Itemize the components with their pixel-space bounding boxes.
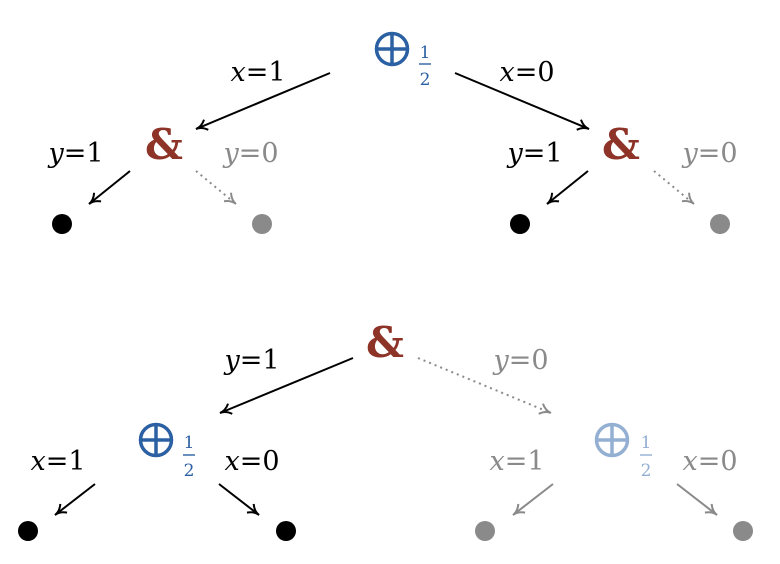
probability-numerator: 1 <box>641 433 652 453</box>
top-tree: 1 2 x=1 x=0 & y=1 y=0 & y=1 y=0 <box>47 31 738 234</box>
bottom-left-choice-node: 1 2 <box>138 422 195 481</box>
branch-arrow-x0 <box>218 483 260 516</box>
branch-label-y1: y=1 <box>506 138 562 169</box>
branch-label-x1: x=1 <box>230 57 285 88</box>
branch-label-x1: x=1 <box>30 446 85 477</box>
branch-label-y0: y=0 <box>222 138 278 169</box>
branch-label-y0: y=0 <box>681 138 737 169</box>
branch-arrow-x0 <box>454 72 590 131</box>
leaf-node-gray <box>252 214 272 234</box>
branch-label-x0: x=0 <box>499 57 554 88</box>
leaf-node-gray <box>475 521 495 541</box>
leaf-node <box>276 521 296 541</box>
and-node-top-left: & <box>145 120 183 169</box>
top-root-choice-node: 1 2 <box>374 31 431 90</box>
branch-arrow-x1 <box>195 72 331 131</box>
circled-plus-icon <box>594 422 630 458</box>
and-node-top-right: & <box>602 120 640 169</box>
branch-arrow-x1 <box>512 483 554 516</box>
leaf-node-gray <box>733 521 753 541</box>
probability-denominator: 2 <box>420 70 431 90</box>
branch-label-x0: x=0 <box>682 446 737 477</box>
branch-label-y1: y=1 <box>223 345 279 376</box>
probability-denominator: 2 <box>184 461 195 481</box>
probability-denominator: 2 <box>641 461 652 481</box>
probability-numerator: 1 <box>420 43 431 63</box>
branch-label-y1: y=1 <box>47 138 103 169</box>
leaf-node <box>52 214 72 234</box>
branch-label-y0: y=0 <box>492 345 548 376</box>
leaf-node <box>18 521 38 541</box>
branch-arrow-y1 <box>546 170 589 205</box>
branch-arrow-y1 <box>88 170 131 205</box>
bottom-right-choice-node-faded: 1 2 <box>594 422 652 481</box>
branch-label-x1: x=1 <box>489 446 544 477</box>
bottom-tree: & y=1 y=0 1 2 x=1 x=0 <box>18 318 753 541</box>
circled-plus-icon <box>374 31 410 67</box>
branch-arrow-x1 <box>54 483 96 516</box>
branch-label-x0: x=0 <box>224 446 279 477</box>
and-node-bottom-root: & <box>366 318 404 367</box>
probability-numerator: 1 <box>184 433 195 453</box>
leaf-node-gray <box>710 214 730 234</box>
leaf-node <box>510 214 530 234</box>
branch-arrow-y0-dotted <box>653 170 695 205</box>
circled-plus-icon <box>138 422 174 458</box>
branch-arrow-y0-dotted <box>195 170 237 205</box>
branch-arrow-x0 <box>676 483 718 516</box>
branch-arrow-y1 <box>219 357 354 415</box>
